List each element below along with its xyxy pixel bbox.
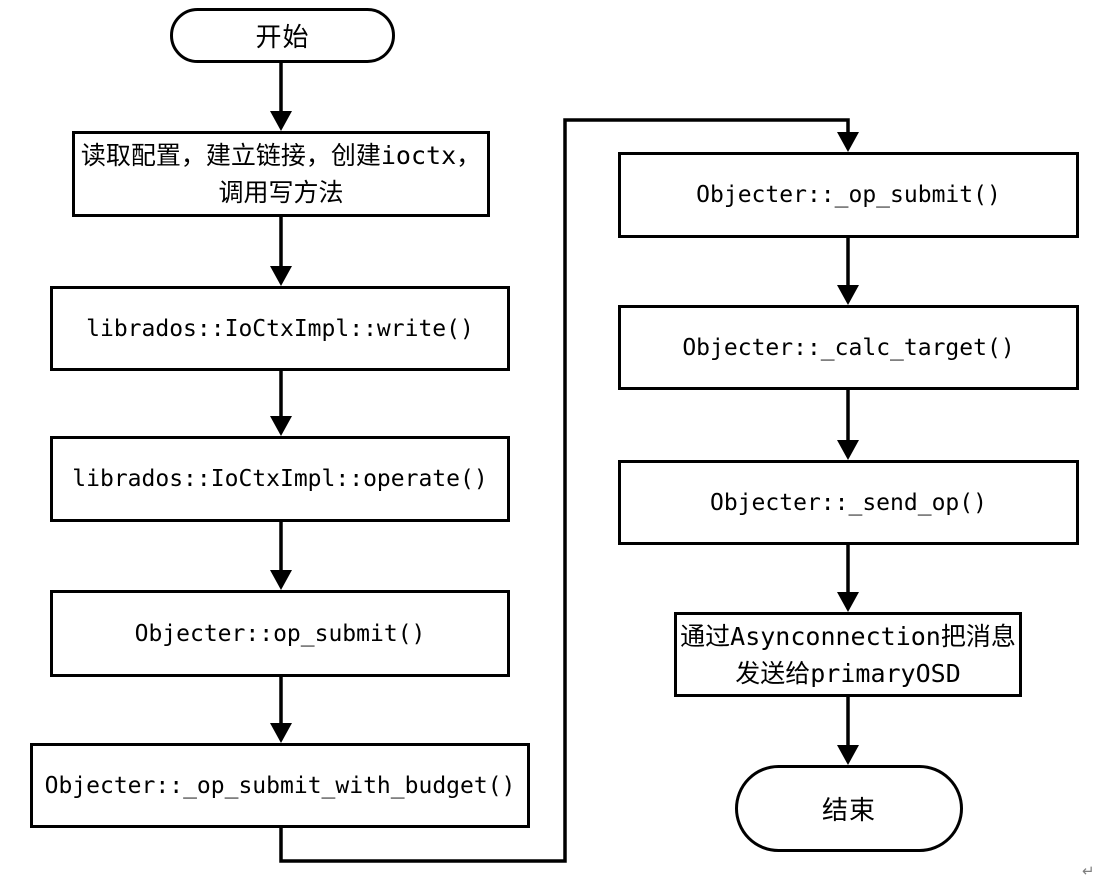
process-send-to-primary-osd-line2: 发送给primaryOSD — [735, 658, 961, 688]
arrow-start-to-read-config — [270, 63, 292, 131]
arrow-asyncconnection-to-end — [837, 697, 859, 765]
end-terminator: 结束 — [735, 765, 963, 852]
arrow-op-submit-internal-to-calc-target — [837, 238, 859, 305]
process-calc-target-label: Objecter::_calc_target() — [682, 334, 1015, 361]
paragraph-return-mark: ↵ — [1082, 862, 1095, 880]
end-label: 结束 — [821, 796, 876, 826]
process-send-to-primary-osd-line1: 通过Asynconnection把消息 — [680, 621, 1016, 651]
process-read-config: 读取配置，建立链接，创建ioctx， 调用写方法 — [72, 131, 490, 217]
arrow-write-to-operate — [270, 371, 292, 436]
process-op-submit-internal-label: Objecter::_op_submit() — [696, 182, 1001, 208]
process-op-submit-with-budget-label: Objecter::_op_submit_with_budget() — [44, 772, 516, 799]
arrow-send-op-to-asyncconnection — [837, 545, 859, 612]
process-op-submit-with-budget: Objecter::_op_submit_with_budget() — [30, 743, 530, 828]
process-op-submit-internal: Objecter::_op_submit() — [618, 152, 1079, 238]
process-send-to-primary-osd: 通过Asynconnection把消息 发送给primaryOSD — [674, 612, 1022, 697]
arrow-read-config-to-write — [270, 217, 292, 286]
process-ioctximpl-write: librados::IoCtxImpl::write() — [50, 286, 510, 371]
process-read-config-line2: 调用写方法 — [218, 178, 344, 207]
process-ioctximpl-write-label: librados::IoCtxImpl::write() — [86, 315, 474, 342]
process-read-config-line1: 读取配置，建立链接，创建ioctx， — [80, 141, 482, 170]
arrow-op-submit-to-budget — [270, 677, 292, 743]
process-op-submit-label: Objecter::op_submit() — [134, 620, 426, 647]
process-ioctximpl-operate: librados::IoCtxImpl::operate() — [50, 436, 510, 522]
arrow-calc-target-to-send-op — [837, 390, 859, 460]
process-send-op: Objecter::_send_op() — [618, 460, 1079, 545]
start-label: 开始 — [255, 23, 310, 53]
process-op-submit: Objecter::op_submit() — [50, 590, 510, 677]
process-ioctximpl-operate-label: librados::IoCtxImpl::operate() — [72, 466, 488, 492]
connector-budget-to-op-submit-internal — [279, 118, 859, 863]
process-calc-target: Objecter::_calc_target() — [618, 305, 1079, 390]
process-send-op-label: Objecter::_send_op() — [710, 489, 987, 516]
arrow-operate-to-op-submit — [270, 522, 292, 590]
start-terminator: 开始 — [170, 8, 395, 63]
